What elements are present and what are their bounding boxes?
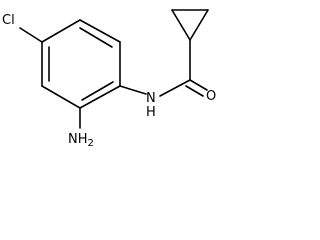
cyclopropane-bond-3 [189,9,209,41]
chlorine-bond [19,27,43,43]
amide-h-label: H [146,105,156,120]
ring-to-amide-n-bond [119,85,147,95]
benzene-ring [41,19,121,109]
carbonyl-bond-2 [185,85,204,97]
ring-bond-5 [79,85,121,109]
amine-nh-text: NH [68,132,88,147]
cyclopropane-ring [171,9,209,41]
amide-n-to-carbonyl-bond [159,79,191,97]
amine-subscript: 2 [88,138,94,149]
ring-bond-1 [79,19,121,43]
molecule-structure: Cl NH2 N H O [2,9,216,149]
oxygen-label: O [206,89,216,104]
ring-bond-2 [41,19,81,43]
ring-double-bond-inner-3 [81,81,114,101]
ring-double-bond-inner-1 [79,27,113,48]
chlorine-label: Cl [2,13,15,28]
cyclopropane-bond-1 [171,9,191,41]
amide-n-label: N [146,91,156,106]
ring-bond-4 [41,85,81,109]
carbonyl-bond-1 [189,79,208,91]
amine-label: NH2 [68,132,94,149]
